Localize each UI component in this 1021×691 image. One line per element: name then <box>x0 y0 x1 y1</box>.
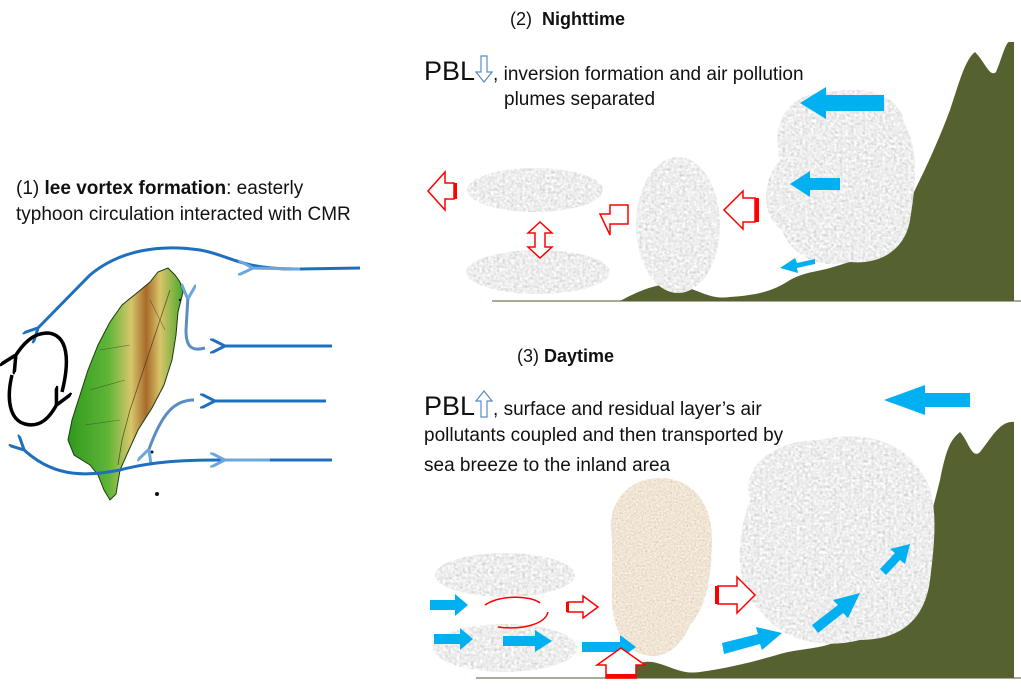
panel2-heading: (2) Nighttime <box>510 6 625 32</box>
day-plume-mountain <box>739 436 935 644</box>
daytime-plumes <box>433 436 935 672</box>
panel3-pbl-label: PBL <box>424 391 476 421</box>
panel3-number: (3) <box>517 346 539 366</box>
panel1-desc-line1: easterly <box>231 178 304 199</box>
deflected-flow-south <box>148 398 195 452</box>
day-wind-arrow-top <box>884 385 970 415</box>
day-wind-arrow-inland-1 <box>722 627 782 654</box>
plume-arrow-left-out <box>426 170 455 212</box>
vortex-arc-upper <box>14 331 69 393</box>
pbl-down-arrow-icon <box>475 55 494 83</box>
panel2-desc-line1: , inversion formation and air pollution <box>493 64 804 85</box>
panel2-number: (2) <box>510 9 532 29</box>
streamline-north <box>36 246 361 330</box>
panel1-title-suffix: : <box>226 178 232 199</box>
typhoon-streamlines <box>22 246 361 476</box>
panel2-pbl-label: PBL <box>424 56 476 86</box>
nighttime-arrows <box>426 87 884 273</box>
day-mixing-cycle <box>484 596 549 629</box>
wind-arrow-upper <box>800 87 884 119</box>
panel3-desc: PBL , surface and residual layer’s air <box>424 390 762 423</box>
streamline-south <box>22 448 332 476</box>
plume-arrow-to-left <box>598 204 629 236</box>
panel2-title: Nighttime <box>542 9 626 29</box>
nighttime-terrain <box>492 41 1021 302</box>
plume-surface-layer-left <box>466 250 610 294</box>
day-wind-arrow-slope-1 <box>812 593 860 633</box>
deflected-flow-north <box>186 296 206 351</box>
panel1-caption: (1) lee vortex formation: easterly <box>16 176 303 202</box>
nighttime-plumes <box>466 89 915 294</box>
vortex-arc-lower <box>7 374 58 427</box>
day-wind-arrow-residual <box>430 594 468 616</box>
panel3-title: Daytime <box>544 346 615 366</box>
panel3-desc-line2: pollutants coupled and then transported … <box>424 425 784 446</box>
panel3-desc-line1: , surface and residual layer’s air <box>493 399 762 420</box>
taiwan-map <box>67 267 184 501</box>
day-plume-residual-left <box>435 553 575 597</box>
pbl-up-arrow-icon <box>475 390 494 418</box>
panel2-desc-line2: plumes separated <box>504 89 656 110</box>
lee-vortex <box>7 331 69 427</box>
panel3-desc-line3: sea breeze to the inland area <box>424 455 671 476</box>
streamline-north-highlight <box>250 268 301 269</box>
daytime-arrows <box>430 385 970 679</box>
plume-arrow-from-mountain <box>722 189 756 231</box>
panel2-desc: PBL , inversion formation and air polluti… <box>424 55 804 88</box>
day-wind-arrow-surface-1 <box>434 628 473 650</box>
panel3-heading: (3) Daytime <box>517 343 614 369</box>
plume-residual-layer-left <box>467 168 603 212</box>
day-wind-arrow-slope-2 <box>880 544 910 575</box>
plume-middle-column <box>636 157 720 293</box>
day-wind-arrow-surface-2 <box>503 630 552 652</box>
plume-mountain <box>766 89 915 265</box>
day-plume-surface-left <box>433 624 577 672</box>
panel1-desc-line2: typhoon circulation interacted with CMR <box>16 204 351 225</box>
day-plume-arrow-inland <box>717 575 757 615</box>
day-plume-arrow-to-coast <box>567 594 600 620</box>
panel1-title: lee vortex formation <box>44 178 227 199</box>
day-plume-coastal-brown <box>610 478 712 657</box>
plume-vertical-separation <box>526 220 554 260</box>
wind-arrow-middle <box>790 171 840 197</box>
panel1-number: (1) <box>16 178 40 199</box>
wind-arrow-surface <box>780 258 815 273</box>
